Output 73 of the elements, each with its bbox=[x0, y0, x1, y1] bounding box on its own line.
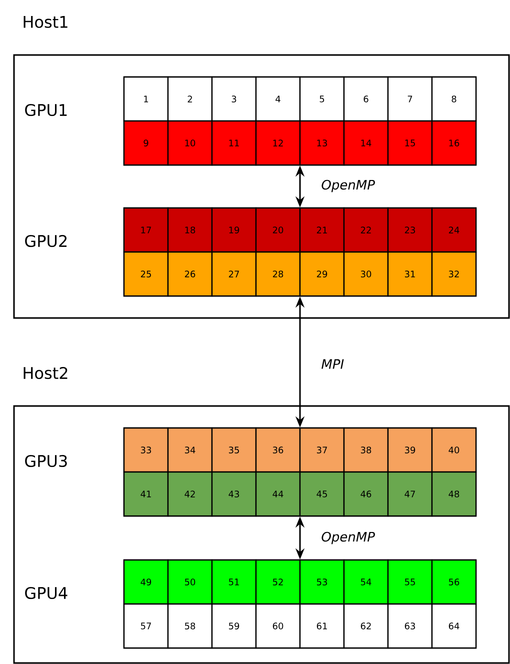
grid-cell: 27 bbox=[211, 251, 257, 297]
grid-cell: 24 bbox=[431, 207, 477, 253]
grid-cell: 44 bbox=[255, 471, 301, 517]
grid-cell: 21 bbox=[299, 207, 345, 253]
grid-cell: 50 bbox=[167, 559, 213, 605]
grid-cell: 25 bbox=[123, 251, 169, 297]
grid-cell: 53 bbox=[299, 559, 345, 605]
grid-cell: 28 bbox=[255, 251, 301, 297]
grid-cell: 14 bbox=[343, 120, 389, 166]
gpu-label: GPU3 bbox=[25, 454, 67, 468]
grid-cell: 36 bbox=[255, 427, 301, 473]
grid-cell: 1 bbox=[123, 76, 169, 122]
grid-cell: 16 bbox=[431, 120, 477, 166]
grid-cell: 3 bbox=[211, 76, 257, 122]
grid-cell: 56 bbox=[431, 559, 477, 605]
grid-cell: 17 bbox=[123, 207, 169, 253]
grid-cell: 61 bbox=[299, 603, 345, 649]
grid-cell: 22 bbox=[343, 207, 389, 253]
grid-cell: 42 bbox=[167, 471, 213, 517]
grid-cell: 12 bbox=[255, 120, 301, 166]
grid-cell: 7 bbox=[387, 76, 433, 122]
gpu-label: GPU4 bbox=[25, 586, 68, 600]
host-label: Host2 bbox=[24, 366, 68, 380]
grid-cell: 20 bbox=[255, 207, 301, 253]
grid-cell: 37 bbox=[299, 427, 345, 473]
grid-cell: 6 bbox=[343, 76, 389, 122]
grid-cell: 39 bbox=[387, 427, 433, 473]
grid-cell: 23 bbox=[387, 207, 433, 253]
grid-cell: 47 bbox=[387, 471, 433, 517]
grid-cell: 54 bbox=[343, 559, 389, 605]
grid-cell: 52 bbox=[255, 559, 301, 605]
grid-cell: 29 bbox=[299, 251, 345, 297]
gpu-label: GPU1 bbox=[25, 104, 67, 116]
host-label: Host1 bbox=[24, 16, 68, 28]
grid-cell: 2 bbox=[167, 76, 213, 122]
grid-cell: 45 bbox=[299, 471, 345, 517]
grid-cell: 5 bbox=[299, 76, 345, 122]
grid-cell: 64 bbox=[431, 603, 477, 649]
grid-cell: 34 bbox=[167, 427, 213, 473]
grid-cell: 19 bbox=[211, 207, 257, 253]
grid-cell: 55 bbox=[387, 559, 433, 605]
grid-cell: 15 bbox=[387, 120, 433, 166]
gpu-label: GPU2 bbox=[25, 234, 67, 248]
grid-cell: 41 bbox=[123, 471, 169, 517]
grid-cell: 40 bbox=[431, 427, 477, 473]
grid-cell: 18 bbox=[167, 207, 213, 253]
grid-cell: 63 bbox=[387, 603, 433, 649]
grid-cell: 10 bbox=[167, 120, 213, 166]
grid-cell: 46 bbox=[343, 471, 389, 517]
grid-cell: 26 bbox=[167, 251, 213, 297]
grid-cell: 11 bbox=[211, 120, 257, 166]
edge-label: MPI bbox=[320, 358, 346, 370]
edge-label: OpenMP bbox=[320, 530, 376, 546]
grid-cell: 49 bbox=[123, 559, 169, 605]
grid-cell: 13 bbox=[299, 120, 345, 166]
grid-cell: 58 bbox=[167, 603, 213, 649]
grid-cell: 9 bbox=[123, 120, 169, 166]
grid-cell: 60 bbox=[255, 603, 301, 649]
grid-cell: 57 bbox=[123, 603, 169, 649]
grid-cell: 31 bbox=[387, 251, 433, 297]
grid-cell: 8 bbox=[431, 76, 477, 122]
grid-cell: 51 bbox=[211, 559, 257, 605]
grid-cell: 48 bbox=[431, 471, 477, 517]
grid-cell: 62 bbox=[343, 603, 389, 649]
edge-label: OpenMP bbox=[320, 178, 376, 194]
grid-cell: 30 bbox=[343, 251, 389, 297]
grid-cell: 32 bbox=[431, 251, 477, 297]
grid-cell: 35 bbox=[211, 427, 257, 473]
grid-cell: 59 bbox=[211, 603, 257, 649]
grid-cell: 38 bbox=[343, 427, 389, 473]
grid-cell: 43 bbox=[211, 471, 257, 517]
grid-cell: 33 bbox=[123, 427, 169, 473]
grid-cell: 4 bbox=[255, 76, 301, 122]
